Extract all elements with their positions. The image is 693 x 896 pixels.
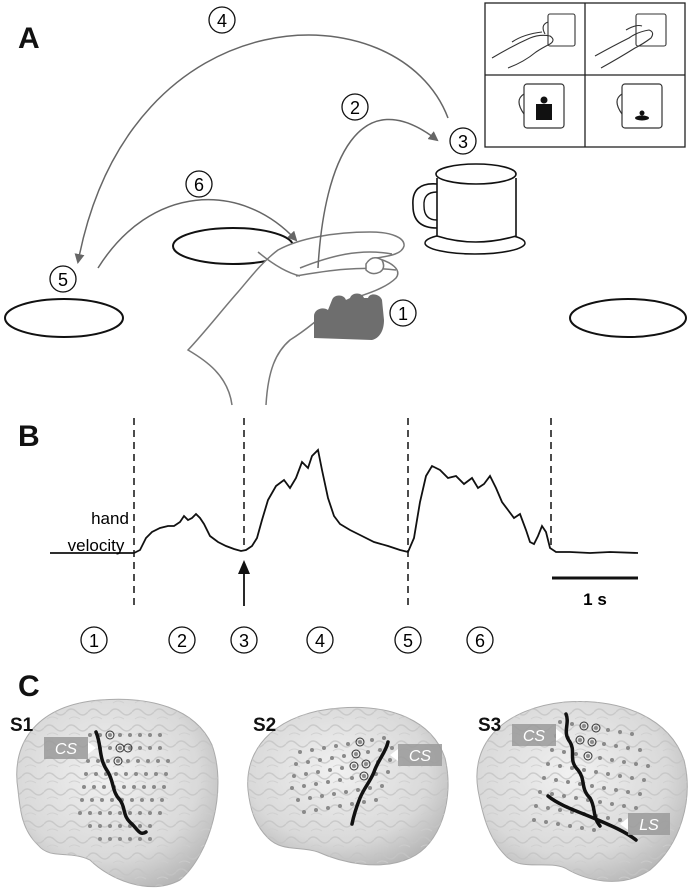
step-marker-1: 1 xyxy=(389,299,417,327)
grip-precision-icon xyxy=(491,13,576,69)
trace-label-line1: hand xyxy=(91,509,129,528)
step-marker-5: 5 xyxy=(49,265,77,293)
arrow-step-4 xyxy=(74,34,449,264)
phase-marker-1: 1 xyxy=(80,626,108,654)
scale-bar-label: 1 s xyxy=(583,590,607,609)
brain-s3: CS LS S3 xyxy=(476,701,688,882)
highlighted-electrodes-s1 xyxy=(105,730,133,766)
subject-label-s1: S1 xyxy=(10,715,34,736)
cup-icon xyxy=(412,163,526,255)
trace-label-line2: velocity xyxy=(68,536,125,555)
grip-inset xyxy=(484,2,686,148)
phase-marker-5: 5 xyxy=(394,626,422,654)
svg-text:2: 2 xyxy=(177,631,187,651)
ls-tag-s3: LS xyxy=(620,813,670,835)
svg-text:6: 6 xyxy=(475,631,485,651)
panel-a-label: A xyxy=(18,22,40,55)
electrode-grid-s1 xyxy=(78,733,170,841)
panel-a-scene: 4 2 3 6 5 1 xyxy=(4,2,687,406)
phase-boundaries xyxy=(133,418,552,606)
lateral-sulcus-s3 xyxy=(546,794,638,842)
panel-b-label: B xyxy=(18,420,40,453)
svg-text:1: 1 xyxy=(89,631,99,651)
svg-text:4: 4 xyxy=(315,631,325,651)
cup-heavy-weight-icon xyxy=(518,83,565,129)
highlighted-electrodes-s3 xyxy=(575,721,601,761)
step-markers: 4 2 3 6 5 1 xyxy=(49,6,477,327)
step-marker-6: 6 xyxy=(185,170,213,198)
cs-tag-s3: CS xyxy=(512,724,564,746)
time-scale-bar: 1 s xyxy=(552,576,638,609)
phase-marker-4: 4 xyxy=(306,626,334,654)
brain-s1: CS S1 xyxy=(10,698,219,888)
velocity-trace xyxy=(50,448,639,554)
subject-label-s3: S3 xyxy=(478,715,501,736)
central-sulcus-s2 xyxy=(350,740,390,826)
electrode-grid-s2 xyxy=(290,736,394,814)
brain-s2: CS S2 xyxy=(247,706,449,866)
panel-c-brains: CS S1 CS S2 xyxy=(10,698,688,888)
phase-marker-2: 2 xyxy=(168,626,196,654)
svg-text:3: 3 xyxy=(458,132,468,152)
trajectory-arrows xyxy=(74,34,449,269)
svg-text:5: 5 xyxy=(58,270,68,290)
svg-text:2: 2 xyxy=(350,98,360,118)
panel-c-label: C xyxy=(18,670,40,703)
central-sulcus-s1 xyxy=(94,730,148,836)
target-right xyxy=(569,298,687,338)
step-marker-2: 2 xyxy=(341,93,369,121)
svg-text:CS: CS xyxy=(523,728,546,745)
svg-text:CS: CS xyxy=(55,741,78,758)
target-left xyxy=(4,298,124,338)
electrode-grid-s3 xyxy=(532,720,650,832)
central-sulcus-s3 xyxy=(564,712,602,828)
panel-b-trace: hand velocity 1 s 1 2 3 xyxy=(50,418,639,654)
cs-tag-s2: CS xyxy=(390,744,442,766)
cs-tag-s1: CS xyxy=(44,737,96,759)
phase-number-markers: 1 2 3 4 5 6 xyxy=(80,626,494,654)
phase-marker-3: 3 xyxy=(230,626,258,654)
svg-text:LS: LS xyxy=(639,817,659,834)
step-marker-4: 4 xyxy=(208,6,236,34)
svg-text:3: 3 xyxy=(239,631,249,651)
svg-text:CS: CS xyxy=(409,748,432,765)
svg-text:4: 4 xyxy=(217,11,227,31)
cup-light-weight-icon xyxy=(616,83,663,129)
highlighted-electrodes-s2 xyxy=(349,737,371,781)
step-marker-3: 3 xyxy=(449,127,477,155)
svg-text:6: 6 xyxy=(194,175,204,195)
arrow-step-2 xyxy=(317,118,439,269)
subject-label-s2: S2 xyxy=(253,715,276,736)
svg-text:1: 1 xyxy=(398,304,408,324)
event-arrow xyxy=(238,560,250,606)
arrow-step-6 xyxy=(97,199,298,269)
grip-power-icon xyxy=(594,13,667,69)
svg-text:5: 5 xyxy=(403,631,413,651)
phase-marker-6: 6 xyxy=(466,626,494,654)
grip-hand-icon xyxy=(314,293,384,340)
